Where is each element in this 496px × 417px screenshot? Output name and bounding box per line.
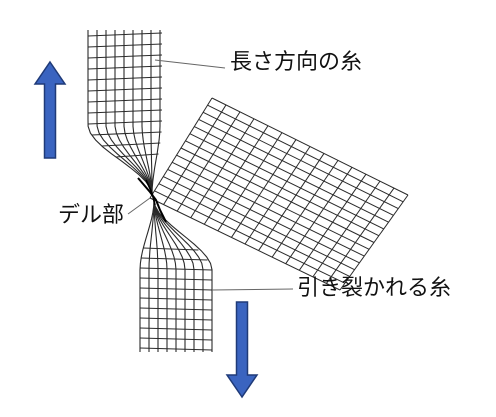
cross-thread xyxy=(101,142,161,147)
flat-fabric-thread xyxy=(154,190,346,284)
cross-thread xyxy=(91,131,162,136)
torn-thread xyxy=(153,199,177,352)
lengthwise-thread xyxy=(114,30,153,196)
cross-thread xyxy=(87,65,163,70)
cross-thread xyxy=(87,54,163,59)
flat-fabric-thread xyxy=(271,160,339,258)
tear-edge xyxy=(137,177,167,223)
torn-thread xyxy=(153,199,186,352)
torn-thread xyxy=(153,199,204,352)
leader-lines xyxy=(127,59,294,291)
cross-thread xyxy=(139,317,213,321)
flat-fabric-thread xyxy=(171,161,365,257)
cross-thread xyxy=(115,153,159,158)
cross-thread xyxy=(87,109,163,114)
cross-thread xyxy=(140,267,212,271)
lengthwise-thread xyxy=(151,30,161,196)
flat-fabric-thread xyxy=(163,176,355,271)
lengthwise-thread xyxy=(141,30,153,196)
lengthwise-thread xyxy=(123,30,153,196)
cross-thread xyxy=(87,120,163,125)
cross-thread xyxy=(139,327,213,331)
flat-fabric-thread xyxy=(298,173,367,271)
cross-thread xyxy=(87,98,163,103)
cross-thread xyxy=(139,347,213,351)
torn-thread xyxy=(153,199,195,352)
lengthwise-thread xyxy=(105,30,153,196)
flat-fabric-thread xyxy=(312,180,381,278)
label-del-section: デル部 xyxy=(58,203,125,228)
flat-fabric-thread xyxy=(180,147,375,243)
cross-thread xyxy=(139,307,213,311)
cross-thread xyxy=(139,297,213,301)
label-torn-threads: 引き裂かれる糸 xyxy=(297,276,452,301)
flat-fabric-thread xyxy=(149,197,341,291)
tear-edge xyxy=(145,179,156,206)
fabric-mesh xyxy=(87,30,409,352)
lengthwise-thread xyxy=(150,30,153,195)
torn-thread xyxy=(139,199,155,352)
flat-fabric-thread xyxy=(176,154,370,250)
torn-thread xyxy=(153,199,168,352)
flat-fabric-thread xyxy=(326,187,395,284)
leader-del xyxy=(127,197,151,215)
leader-lengthwise xyxy=(154,59,226,69)
flat-fabric-thread xyxy=(285,167,353,264)
down-arrow-icon xyxy=(225,301,259,399)
cross-thread xyxy=(87,87,163,92)
label-lengthwise-threads: 長さ方向の糸 xyxy=(230,50,363,75)
up-arrow-icon xyxy=(33,60,67,159)
flat-fabric-thread xyxy=(258,153,325,251)
leader-torn xyxy=(211,288,294,291)
cross-thread xyxy=(87,32,163,37)
cross-thread xyxy=(141,257,208,261)
flat-fabric-thread xyxy=(167,168,360,264)
flat-fabric-thread xyxy=(339,194,409,291)
cross-thread xyxy=(87,43,163,48)
torn-thread xyxy=(153,199,213,352)
force-arrows xyxy=(33,60,259,399)
flat-fabric-thread xyxy=(158,183,350,277)
torn-thread xyxy=(153,199,159,352)
torn-thread xyxy=(148,199,155,352)
lengthwise-thread xyxy=(132,30,153,196)
cross-thread xyxy=(139,277,213,281)
cross-thread xyxy=(139,287,213,291)
cross-thread xyxy=(139,337,213,341)
cross-thread xyxy=(87,76,163,81)
cross-thread xyxy=(143,247,199,251)
